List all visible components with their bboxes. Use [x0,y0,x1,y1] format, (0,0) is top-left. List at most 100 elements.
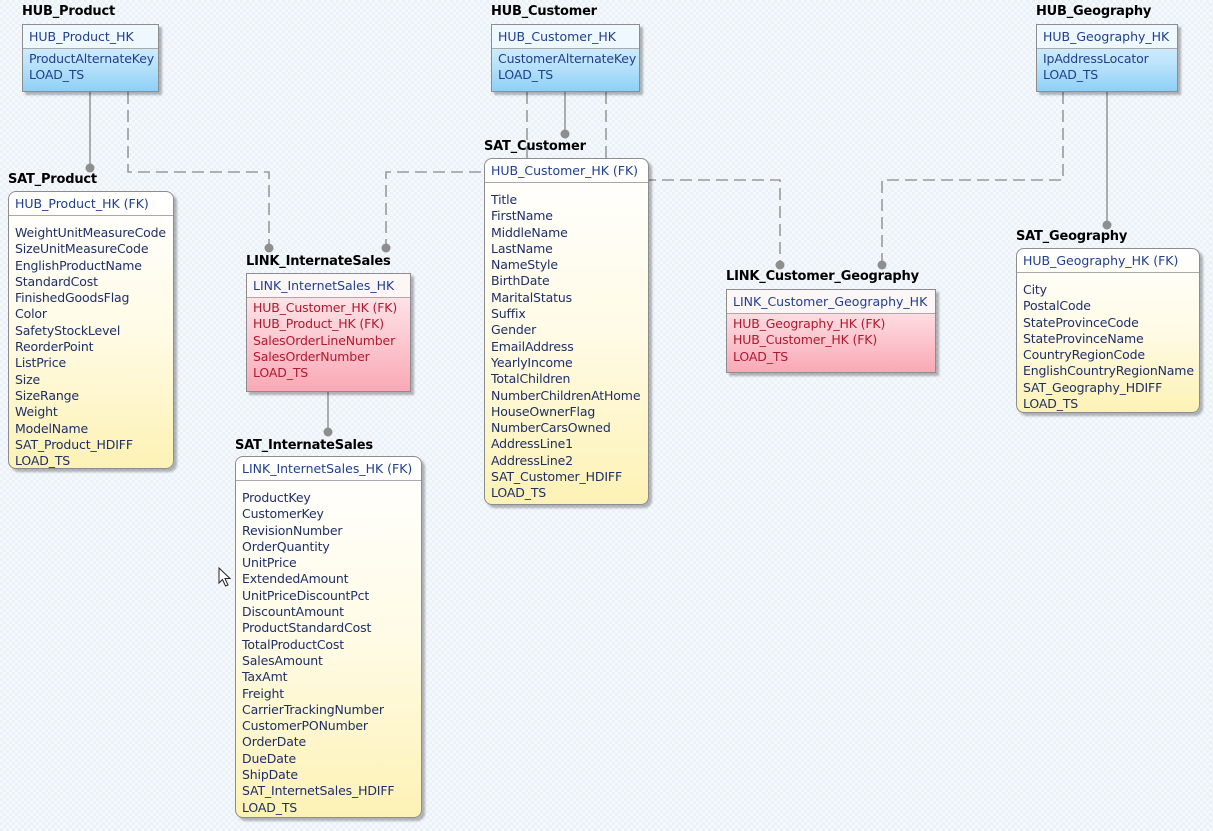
entity-attribute[interactable]: ShipDate [242,767,298,783]
entity-attribute[interactable]: PostalCode [1023,298,1091,314]
entity-attribute[interactable]: AddressLine2 [491,452,573,468]
entity-attribute[interactable]: TotalProductCost [242,636,345,652]
entity-attribute[interactable]: Size [15,371,41,387]
entity-attribute[interactable]: SalesOrderNumber [253,348,370,364]
entity-attribute[interactable]: TaxAmt [242,669,288,685]
entity-attribute[interactable]: SalesOrderLineNumber [253,332,396,348]
entity-attribute[interactable]: NameStyle [491,257,558,273]
entity-attribute[interactable]: LOAD_TS [242,799,298,815]
entity-attribute[interactable]: DueDate [242,750,297,766]
entity-attribute[interactable]: EmailAddress [491,338,574,354]
entity-attribute[interactable]: HUB_Customer_HK (FK) [253,300,398,315]
entity-attribute[interactable]: StateProvinceName [1023,330,1144,346]
entity-attribute[interactable]: CarrierTrackingNumber [242,701,384,717]
entity-attribute[interactable]: ProductKey [242,490,311,505]
rel-hub-product-link-sales[interactable] [127,92,270,247]
entity-pk: HUB_Geography_HK (FK) [1017,249,1199,273]
entity-attribute[interactable]: FinishedGoodsFlag [15,290,130,306]
entity-title-sat-geography: SAT_Geography [1016,229,1128,244]
entity-attribute[interactable]: HUB_Product_HK (FK) [253,316,384,332]
entity-link-internetsales[interactable]: LINK_InternetSales_HK HUB_Customer_HK (F… [246,273,411,392]
entity-attribute[interactable]: HUB_Geography_HK (FK) [733,316,886,331]
entity-attribute[interactable]: Gender [491,322,537,338]
entity-attribute[interactable]: SAT_Customer_HDIFF [491,469,622,485]
entity-attribute[interactable]: City [1023,282,1047,297]
entity-attribute[interactable]: ModelName [15,420,89,436]
entity-attribute[interactable]: ReorderPoint [15,339,94,355]
entity-attribute[interactable]: SalesAmount [242,652,323,668]
entity-attribute[interactable]: LOAD_TS [1023,396,1079,412]
entity-link-customer-geography[interactable]: LINK_Customer_Geography_HK HUB_Geography… [726,289,936,373]
entity-attribute[interactable]: OrderQuantity [242,538,330,554]
entity-title-hub-customer: HUB_Customer [491,4,597,19]
entity-attribute[interactable]: UnitPrice [242,555,297,571]
entity-attribute[interactable]: SAT_InternetSales_HDIFF [242,783,395,799]
entity-attribute[interactable]: MiddleName [491,224,568,240]
entity-attribute[interactable]: LOAD_TS [1043,67,1099,83]
entity-attribute[interactable]: FirstName [491,208,553,224]
entity-pk: LINK_InternetSales_HK [247,274,410,298]
entity-attribute[interactable]: YearlyIncome [491,354,573,370]
entity-attribute[interactable]: LOAD_TS [733,348,789,364]
entity-attribute[interactable]: CustomerPONumber [242,718,368,734]
entity-attribute[interactable]: TotalChildren [491,371,571,387]
rel-hub-geography-link-geography[interactable] [881,92,1064,265]
entity-attribute[interactable]: StandardCost [15,273,98,289]
entity-attribute[interactable]: CustomerAlternateKey [498,51,637,66]
entity-attribute[interactable]: SafetyStockLevel [15,322,121,338]
entity-attribute[interactable]: CustomerKey [242,506,324,522]
entity-attribute[interactable]: OrderDate [242,734,307,750]
entity-attribute[interactable]: LOAD_TS [15,453,71,469]
entity-attribute[interactable]: SizeRange [15,387,79,403]
entity-attribute[interactable]: ListPrice [15,355,66,371]
entity-attribute[interactable]: WeightUnitMeasureCode [15,225,166,240]
entity-attribute[interactable]: Weight [15,404,58,420]
entity-attribute[interactable]: ExtendedAmount [242,571,349,587]
entity-attribute[interactable]: BirthDate [491,273,550,289]
entity-attribute[interactable]: ProductStandardCost [242,620,372,636]
entity-attribute[interactable]: Title [491,192,518,207]
entity-attribute[interactable]: UnitPriceDiscountPct [242,587,370,603]
rel-hub-customer-link-geography[interactable] [605,92,781,265]
entity-attribute[interactable]: AddressLine1 [491,436,573,452]
entity-attribute[interactable]: NumberCarsOwned [491,420,611,436]
entity-attribute[interactable]: LOAD_TS [491,485,547,501]
entity-attribute[interactable]: SizeUnitMeasureCode [15,241,149,257]
entity-attribute[interactable]: MaritalStatus [491,289,572,305]
entity-attribute[interactable]: Color [15,306,47,322]
entity-attribute[interactable]: SAT_Geography_HDIFF [1023,379,1163,395]
entity-title-hub-geography: HUB_Geography [1036,4,1152,19]
entity-attribute[interactable]: HUB_Customer_HK (FK) [733,332,878,348]
entity-title-sat-internetsales: SAT_InternateSales [235,438,373,453]
rel-endpoint-dot [1102,220,1112,230]
entity-attribute[interactable]: LastName [491,240,553,256]
entity-attribute[interactable]: LOAD_TS [498,67,554,83]
entity-attribute[interactable]: NumberChildrenAtHome [491,387,641,403]
rel-hub-customer-link-sales[interactable] [385,92,528,247]
entity-attribute[interactable]: EnglishCountryRegionName [1023,363,1194,379]
entity-attribute[interactable]: Suffix [491,306,526,322]
entity-attribute[interactable]: ProductAlternateKey [29,51,154,66]
entity-attribute[interactable]: RevisionNumber [242,522,343,538]
entity-attribute[interactable]: SAT_Product_HDIFF [15,436,133,452]
entity-attribute[interactable]: CountryRegionCode [1023,347,1145,363]
entity-attribute[interactable]: Freight [242,685,285,701]
entity-attribute[interactable]: LOAD_TS [253,365,309,381]
entity-title-sat-customer: SAT_Customer [484,139,586,154]
entity-attribute[interactable]: DiscountAmount [242,604,344,620]
entity-attribute[interactable]: LOAD_TS [29,67,85,83]
rel-endpoint-dot [85,163,95,173]
entity-attribute[interactable]: StateProvinceCode [1023,314,1139,330]
entity-sat-product[interactable]: HUB_Product_HK (FK) WeightUnitMeasureCod… [8,191,174,469]
entity-attribute[interactable]: EnglishProductName [15,257,142,273]
entity-attribute[interactable]: HouseOwnerFlag [491,403,596,419]
entity-attribute[interactable]: IpAddressLocator [1043,51,1149,66]
